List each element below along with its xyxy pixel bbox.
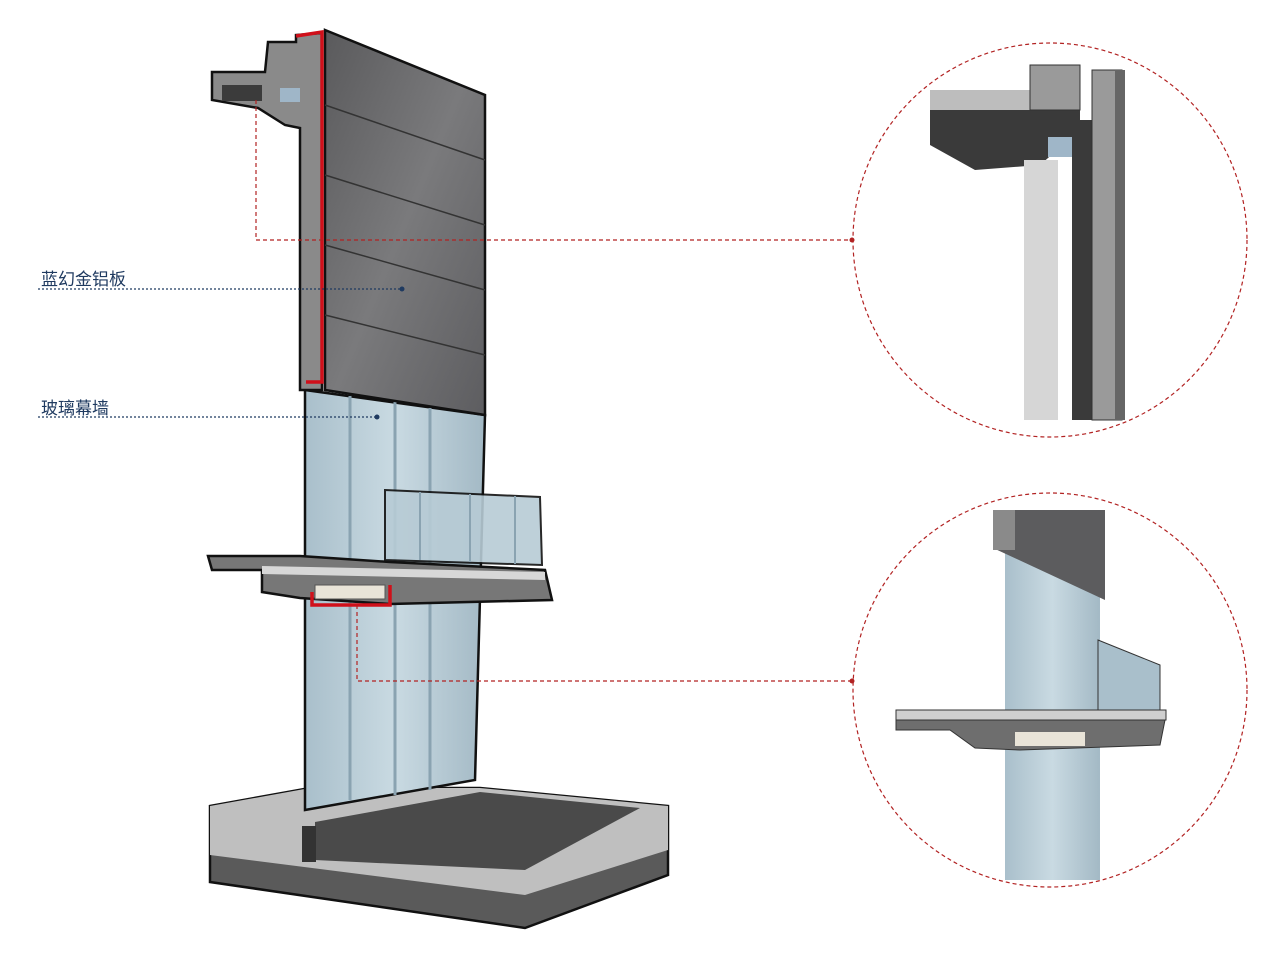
aluminum-panel — [210, 28, 487, 417]
detail-callout-bottom — [852, 492, 1248, 888]
label-glass-curtain-wall: 玻璃幕墙 — [41, 399, 109, 419]
foundation-slab — [208, 786, 670, 930]
balcony-slab — [206, 488, 554, 607]
detail-callout-top — [852, 42, 1248, 438]
label-aluminum-panel: 蓝幻金铝板 — [41, 270, 126, 290]
